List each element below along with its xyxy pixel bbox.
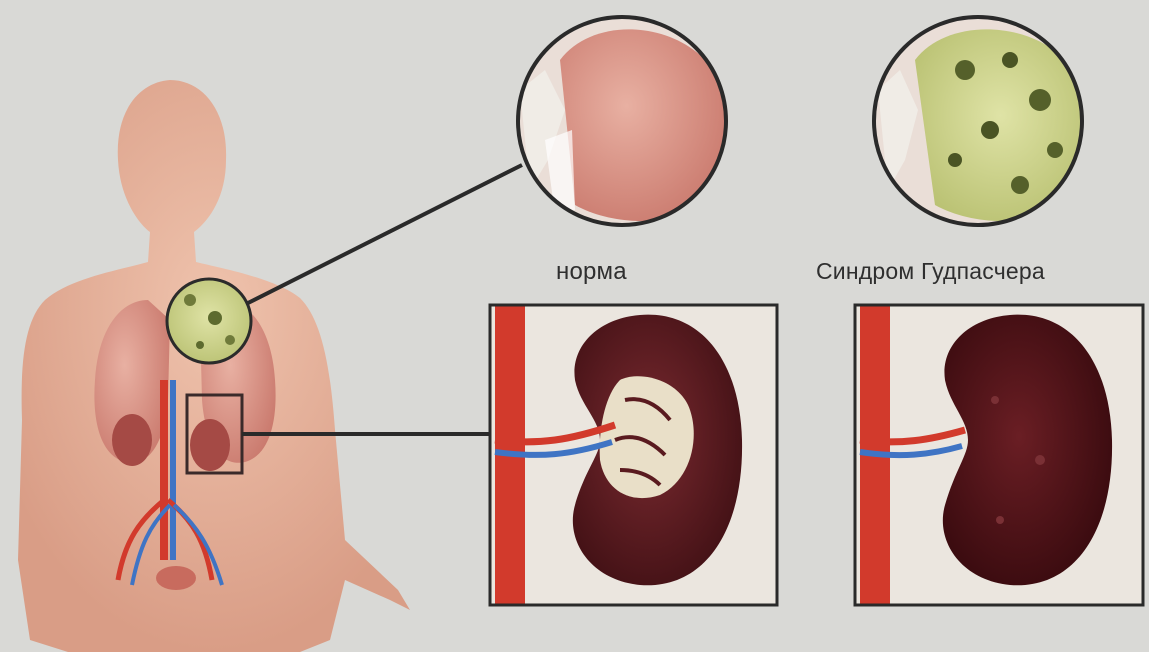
lung-diseased-magnified [874, 17, 1086, 225]
kidney-normal-panel [490, 305, 777, 605]
kidney-icon [943, 315, 1112, 586]
lung-magnifier-icon [167, 279, 251, 363]
human-body-icon [18, 80, 410, 652]
lung-normal-magnified [518, 17, 726, 225]
lung-connector-line [246, 165, 522, 304]
kidney-icon [573, 315, 742, 586]
label-normal: норма [556, 258, 627, 286]
label-goodpasture-syndrome: Синдром Гудпасчера [816, 258, 1045, 285]
kidney-diseased-panel [855, 305, 1143, 605]
